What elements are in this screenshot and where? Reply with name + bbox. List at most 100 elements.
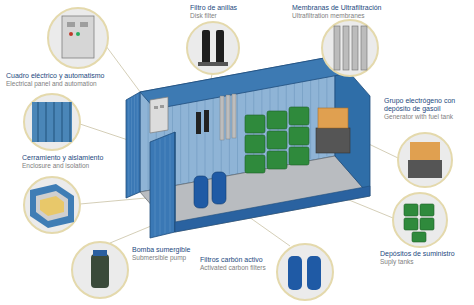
callout-icons-part-part	[420, 218, 434, 230]
callout-circles-part	[48, 8, 108, 68]
container-part-part	[160, 139, 161, 235]
callout-icons-part-part	[69, 102, 71, 142]
callout-icons-part	[76, 32, 80, 36]
container-part	[175, 186, 370, 232]
container-part-part	[165, 137, 166, 233]
callout-icons	[30, 16, 442, 290]
container-part-part	[128, 99, 129, 195]
callout-circles-part	[398, 133, 452, 187]
container-part	[226, 95, 230, 139]
container-part-part	[267, 131, 287, 149]
callout-icons-part	[38, 102, 70, 142]
callout-circles-part	[277, 244, 333, 300]
label-es: Filtro de anillas	[190, 4, 237, 12]
container-part-part	[267, 151, 287, 169]
container-part	[126, 92, 140, 198]
container-part	[160, 105, 164, 108]
callout-circles-part	[322, 20, 378, 76]
container-part	[154, 106, 158, 109]
callout-icons-part	[62, 16, 94, 58]
label-en: Generator with fuel tank	[384, 113, 453, 120]
container-part	[174, 132, 175, 232]
callout-icons-part	[216, 30, 224, 64]
callout-icons-part	[36, 191, 68, 221]
callout-circles-part	[72, 242, 128, 298]
container-part-part	[245, 135, 265, 153]
label-es: Bomba sumergible	[132, 246, 190, 254]
label-en: Enclosure and isolation	[22, 162, 89, 169]
callout-icons-part	[343, 26, 349, 70]
leader-lines-part	[80, 198, 146, 204]
label-es: Depósitos de suministro	[380, 250, 455, 258]
callout-icons-part-part	[404, 204, 418, 216]
callout-icons-part	[288, 256, 302, 290]
callout-icons-part	[410, 142, 440, 160]
container-part	[232, 94, 236, 138]
callout-circles-part	[187, 22, 239, 74]
container-part	[196, 112, 201, 134]
container-part	[316, 128, 350, 153]
container-part	[150, 132, 175, 238]
container	[126, 56, 370, 238]
callout-icons-part	[40, 196, 64, 216]
callout-icons-part	[198, 62, 228, 66]
callout-icons-part	[408, 160, 442, 178]
container-part-part	[134, 96, 135, 193]
callout-icons-part	[32, 102, 72, 142]
callout-icons-part	[361, 26, 367, 70]
container-part-part	[137, 95, 138, 193]
container-part	[212, 172, 226, 204]
label-en: Ultrafiltration membranes	[292, 12, 365, 19]
callout-circles-part	[393, 193, 447, 247]
callout-icons-part	[404, 204, 434, 242]
callout-icons-part-part	[404, 218, 418, 230]
callout-circles-part	[24, 94, 80, 150]
container-part-part	[155, 141, 156, 236]
label-en: Activated carbon filters	[200, 264, 266, 271]
callout-circles-part	[24, 177, 80, 233]
container-part	[220, 96, 224, 140]
container-part-part	[170, 135, 171, 232]
container-part-part	[245, 155, 265, 173]
label-es: Membranas de Ultrafiltración	[292, 4, 381, 12]
callout-icons-part	[91, 254, 109, 288]
callout-icons-part	[30, 184, 74, 228]
callout-icons-part-part	[45, 102, 47, 142]
container-part-part	[131, 98, 132, 195]
container-part-part	[289, 107, 309, 125]
callout-icons-part	[352, 26, 358, 70]
container-part	[194, 176, 208, 208]
label-en: Suply tanks	[380, 258, 414, 265]
callout-icons-part-part	[53, 102, 55, 142]
callout-icons-part	[69, 32, 73, 36]
container-part-part	[245, 115, 265, 133]
container-part	[204, 110, 209, 132]
container-part	[245, 107, 309, 173]
callout-icons-part	[93, 250, 107, 256]
label-en: Electrical panel and automation	[6, 80, 97, 87]
container-part	[129, 95, 170, 236]
callout-icons-part	[80, 22, 88, 27]
label-en: Submersible pump	[132, 254, 186, 261]
callout-icons-part	[307, 256, 321, 290]
callout-icons-part	[202, 30, 210, 64]
container-part	[150, 97, 168, 133]
label-es: Grupo electrógeno con depósito de gasoil	[384, 97, 470, 113]
callout-icons-part-part	[37, 102, 39, 142]
container-part-part	[267, 111, 287, 129]
container-part-part	[148, 92, 149, 190]
callout-icons-part	[334, 26, 340, 70]
label-es: Cerramiento y aislamiento	[22, 154, 103, 162]
label-en: Disk filter	[190, 12, 217, 19]
container-part-part	[289, 127, 309, 145]
callout-icons-part	[67, 22, 75, 27]
container-part	[140, 56, 350, 109]
label-es: Filtros carbón activo	[200, 256, 263, 264]
callout-icons-part-part	[61, 102, 63, 142]
container-part-part	[289, 147, 309, 165]
label-es: Cuadro eléctrico y automatismo	[6, 72, 104, 80]
callout-icons-part-part	[412, 232, 426, 242]
leader-lines-part	[80, 124, 128, 140]
callout-icons-part-part	[420, 204, 434, 216]
